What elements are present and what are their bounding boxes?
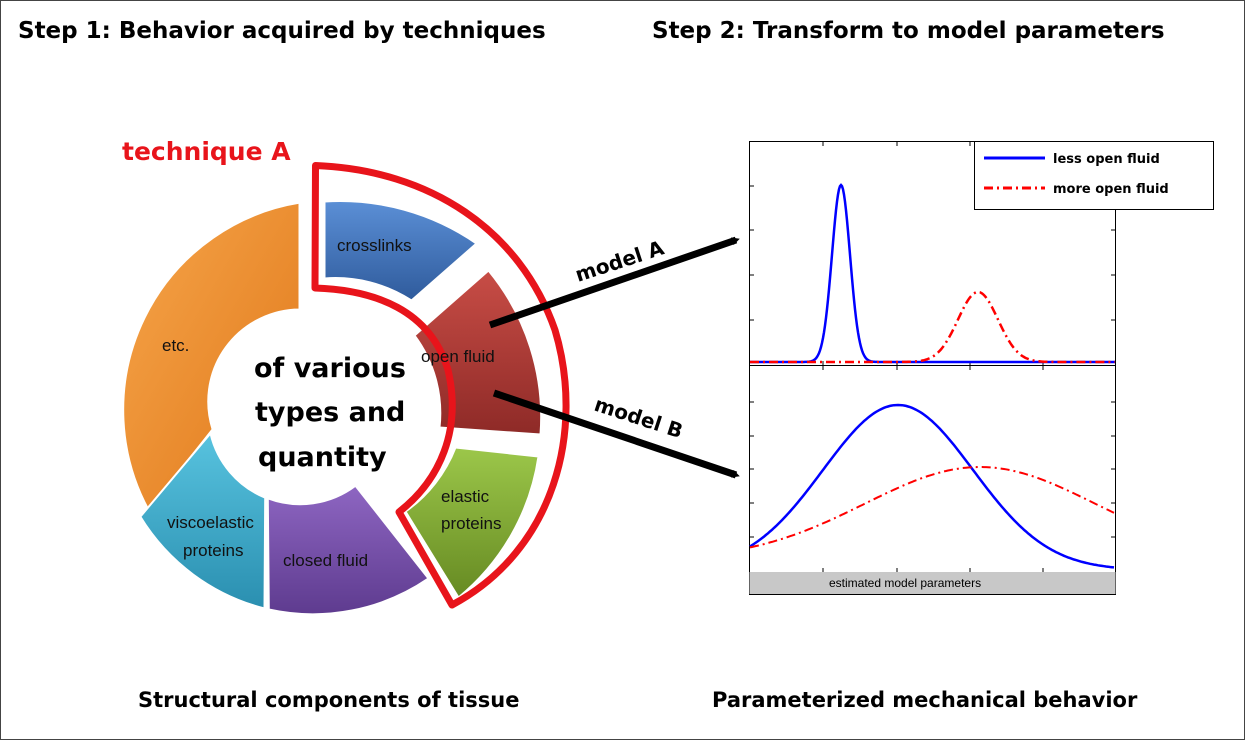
parameter-plot: estimated model parameters — [749, 141, 1214, 595]
plot-legend: less open fluid more open fluid — [974, 141, 1214, 210]
segment-elastic-proteins — [404, 446, 540, 599]
label-viscoelastic-line1: viscoelastic — [167, 513, 254, 532]
center-text-line2: types and — [255, 397, 405, 428]
legend-less-open-fluid: less open fluid — [1053, 152, 1160, 167]
donut-chart — [122, 200, 543, 616]
segment-etc — [122, 201, 301, 512]
segment-closed-fluid — [266, 484, 430, 616]
label-elastic-line1: elastic — [441, 487, 490, 506]
plot-xlabel: estimated model parameters — [829, 576, 981, 590]
label-viscoelastic-line2: proteins — [183, 541, 243, 560]
plot-frame — [749, 141, 1116, 595]
model-b-less-open-fluid-curve — [749, 403, 1115, 569]
arrow-model-b — [492, 389, 740, 479]
technique-a-label: technique A — [122, 137, 291, 166]
segment-crosslinks — [323, 200, 479, 302]
segment-open-fluid — [413, 269, 543, 436]
center-text-line1: of various — [254, 353, 406, 384]
label-open-fluid: open fluid — [421, 347, 495, 366]
label-closed-fluid: closed fluid — [283, 551, 368, 570]
step1-heading: Step 1: Behavior acquired by techniques — [18, 18, 546, 44]
model-b-more-open-fluid-curve — [749, 466, 1115, 549]
legend-more-open-fluid: more open fluid — [1053, 182, 1169, 197]
model-b-label: model B — [591, 392, 685, 443]
label-etc: etc. — [162, 336, 189, 355]
caption-structural-components: Structural components of tissue — [138, 688, 520, 712]
arrow-model-a — [488, 236, 740, 329]
label-elastic-line2: proteins — [441, 514, 501, 533]
legend-box — [974, 141, 1214, 210]
step2-heading: Step 2: Transform to model parameters — [652, 18, 1165, 44]
caption-parameterized-behavior: Parameterized mechanical behavior — [712, 688, 1138, 712]
model-a-more-open-fluid-curve — [750, 290, 1115, 364]
technique-a-outline — [311, 162, 570, 609]
xlabel-band — [749, 572, 1116, 594]
label-crosslinks: crosslinks — [337, 236, 412, 255]
donut-center — [211, 313, 388, 489]
segment-viscoelastic — [139, 431, 267, 610]
center-text-line3: quantity — [258, 442, 387, 473]
